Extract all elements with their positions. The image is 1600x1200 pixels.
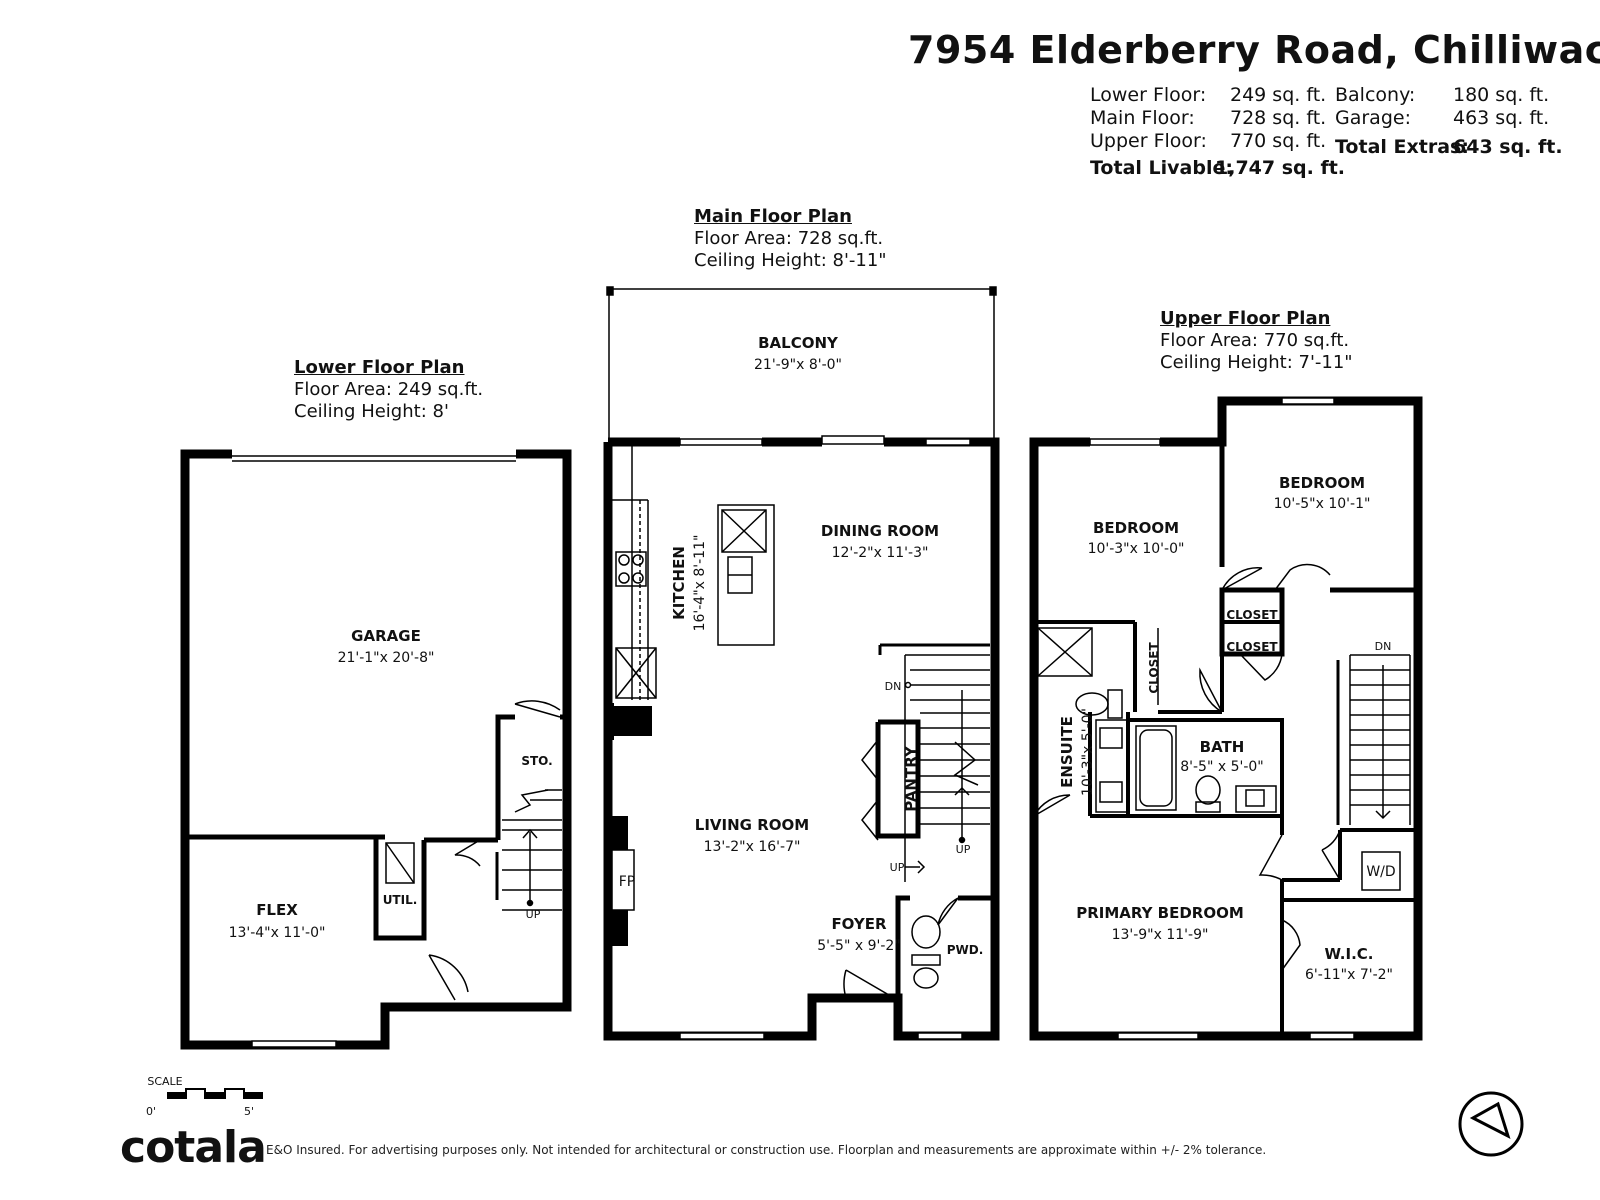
balcony-label: BALCONY <box>758 334 839 352</box>
total-extras-value: 643 sq. ft. <box>1453 136 1563 158</box>
flex-dim: 13'-4"x 11'-0" <box>229 925 326 941</box>
ensuite-label: ENSUITE <box>1058 716 1076 788</box>
util-label: UTIL. <box>383 893 418 907</box>
lower-plan-ceiling: Ceiling Height: 8' <box>294 401 449 422</box>
kitchen-label: KITCHEN <box>670 546 688 620</box>
garage-dim: 21'-1"x 20'-8" <box>338 650 435 666</box>
bedroom-2-dim: 10'-5"x 10'-1" <box>1274 496 1371 512</box>
main-plan-area: Floor Area: 728 sq.ft. <box>694 228 884 249</box>
garage-label: Garage: <box>1335 107 1411 129</box>
upper-floor-label: Upper Floor: <box>1090 130 1207 152</box>
total-livable-value: 1,747 sq. ft. <box>1215 157 1346 179</box>
main-floor-label: Main Floor: <box>1090 107 1195 129</box>
lower-floor-details <box>232 455 562 1048</box>
ensuite-dim: 10'-3"x 5'-0" <box>1080 708 1096 796</box>
upper-plan-ceiling: Ceiling Height: 7'-11" <box>1160 352 1353 373</box>
main-floor-details <box>606 286 997 1040</box>
main-stair-up: UP <box>956 843 971 856</box>
primary-bedroom-dim: 13'-9"x 11'-9" <box>1112 927 1209 943</box>
wic-dim: 6'-11"x 7'-2" <box>1305 967 1393 983</box>
lower-floor-walls <box>180 449 572 1050</box>
bedroom-1-label: BEDROOM <box>1093 519 1179 537</box>
pwd-label: PWD. <box>947 943 984 957</box>
bath-label: BATH <box>1200 738 1245 756</box>
total-extras-label: Total Extras: <box>1335 136 1469 158</box>
balcony-label: Balcony: <box>1335 84 1416 106</box>
total-livable-label: Total Livable: <box>1090 157 1233 179</box>
pantry-label: PANTRY <box>902 745 920 812</box>
primary-bedroom-label: PRIMARY BEDROOM <box>1076 904 1244 922</box>
living-room-label: LIVING ROOM <box>695 816 809 834</box>
balcony-dim: 21'-9"x 8'-0" <box>754 357 842 373</box>
area-summary-left: Lower Floor: 249 sq. ft. Main Floor: 728 s… <box>1090 84 1345 180</box>
upper-floor-details <box>1033 397 1411 1040</box>
upper-floor-walls <box>1029 396 1423 1041</box>
living-room-dim: 13'-2"x 16'-7" <box>704 839 801 855</box>
lower-plan-area: Floor Area: 249 sq.ft. <box>294 379 484 400</box>
upper-stair-dn: DN <box>1375 640 1392 653</box>
main-stair-dn: DN <box>885 680 902 693</box>
wic-label: W.I.C. <box>1324 945 1373 963</box>
closet-3-label: CLOSET <box>1147 642 1161 694</box>
scale-label: SCALE <box>147 1075 182 1088</box>
bedroom-2-label: BEDROOM <box>1279 474 1365 492</box>
upper-plan-heading: Upper Floor Plan Floor Area: 770 sq.ft. … <box>1160 308 1353 374</box>
upper-floor-value: 770 sq. ft. <box>1230 130 1327 152</box>
lower-stair-up: UP <box>526 908 541 921</box>
balcony-value: 180 sq. ft. <box>1453 84 1550 106</box>
cotala-logo: cotala <box>120 1122 267 1173</box>
disclaimer-text: E&O Insured. For advertising purposes on… <box>266 1143 1267 1157</box>
garage-value: 463 sq. ft. <box>1453 107 1550 129</box>
lower-plan-title: Lower Floor Plan <box>294 357 465 378</box>
main-floor-value: 728 sq. ft. <box>1230 107 1327 129</box>
scale-end: 5' <box>244 1105 254 1118</box>
bath-dim: 8'-5" x 5'-0" <box>1180 759 1264 775</box>
compass-icon <box>1458 1091 1524 1157</box>
upper-plan-area: Floor Area: 770 sq.ft. <box>1160 330 1350 351</box>
lower-floor-label: Lower Floor: <box>1090 84 1207 106</box>
main-plan-ceiling: Ceiling Height: 8'-11" <box>694 250 887 271</box>
dining-room-label: DINING ROOM <box>821 522 939 540</box>
closet-1-label: CLOSET <box>1226 608 1278 622</box>
scale-bar <box>167 1088 263 1099</box>
foyer-dim: 5'-5" x 9'-2" <box>817 938 901 954</box>
main-stair-up-2: UP <box>890 861 905 874</box>
scale-start: 0' <box>146 1105 156 1118</box>
main-plan-title: Main Floor Plan <box>694 206 852 227</box>
area-summary-right: Balcony: 180 sq. ft. Garage: 463 sq. ft. T… <box>1335 84 1563 159</box>
kitchen-dim: 16'-4"x 8'-11" <box>692 535 708 632</box>
lower-floor-value: 249 sq. ft. <box>1230 84 1327 106</box>
fp-label: FP <box>619 874 636 890</box>
foyer-label: FOYER <box>831 915 887 933</box>
dining-room-dim: 12'-2"x 11'-3" <box>832 545 929 561</box>
bedroom-1-dim: 10'-3"x 10'-0" <box>1088 541 1185 557</box>
closet-2-label: CLOSET <box>1226 640 1278 654</box>
upper-plan-title: Upper Floor Plan <box>1160 308 1331 329</box>
garage-label: GARAGE <box>351 627 421 645</box>
property-address: 7954 Elderberry Road, Chilliwack <box>908 28 1600 72</box>
sto-label: STO. <box>521 754 552 768</box>
main-plan-heading: Main Floor Plan Floor Area: 728 sq.ft. C… <box>694 206 887 272</box>
lower-plan-heading: Lower Floor Plan Floor Area: 249 sq.ft. … <box>294 357 483 423</box>
main-floor-walls <box>603 437 1000 1041</box>
wd-label: W/D <box>1366 864 1395 880</box>
flex-label: FLEX <box>256 901 298 919</box>
